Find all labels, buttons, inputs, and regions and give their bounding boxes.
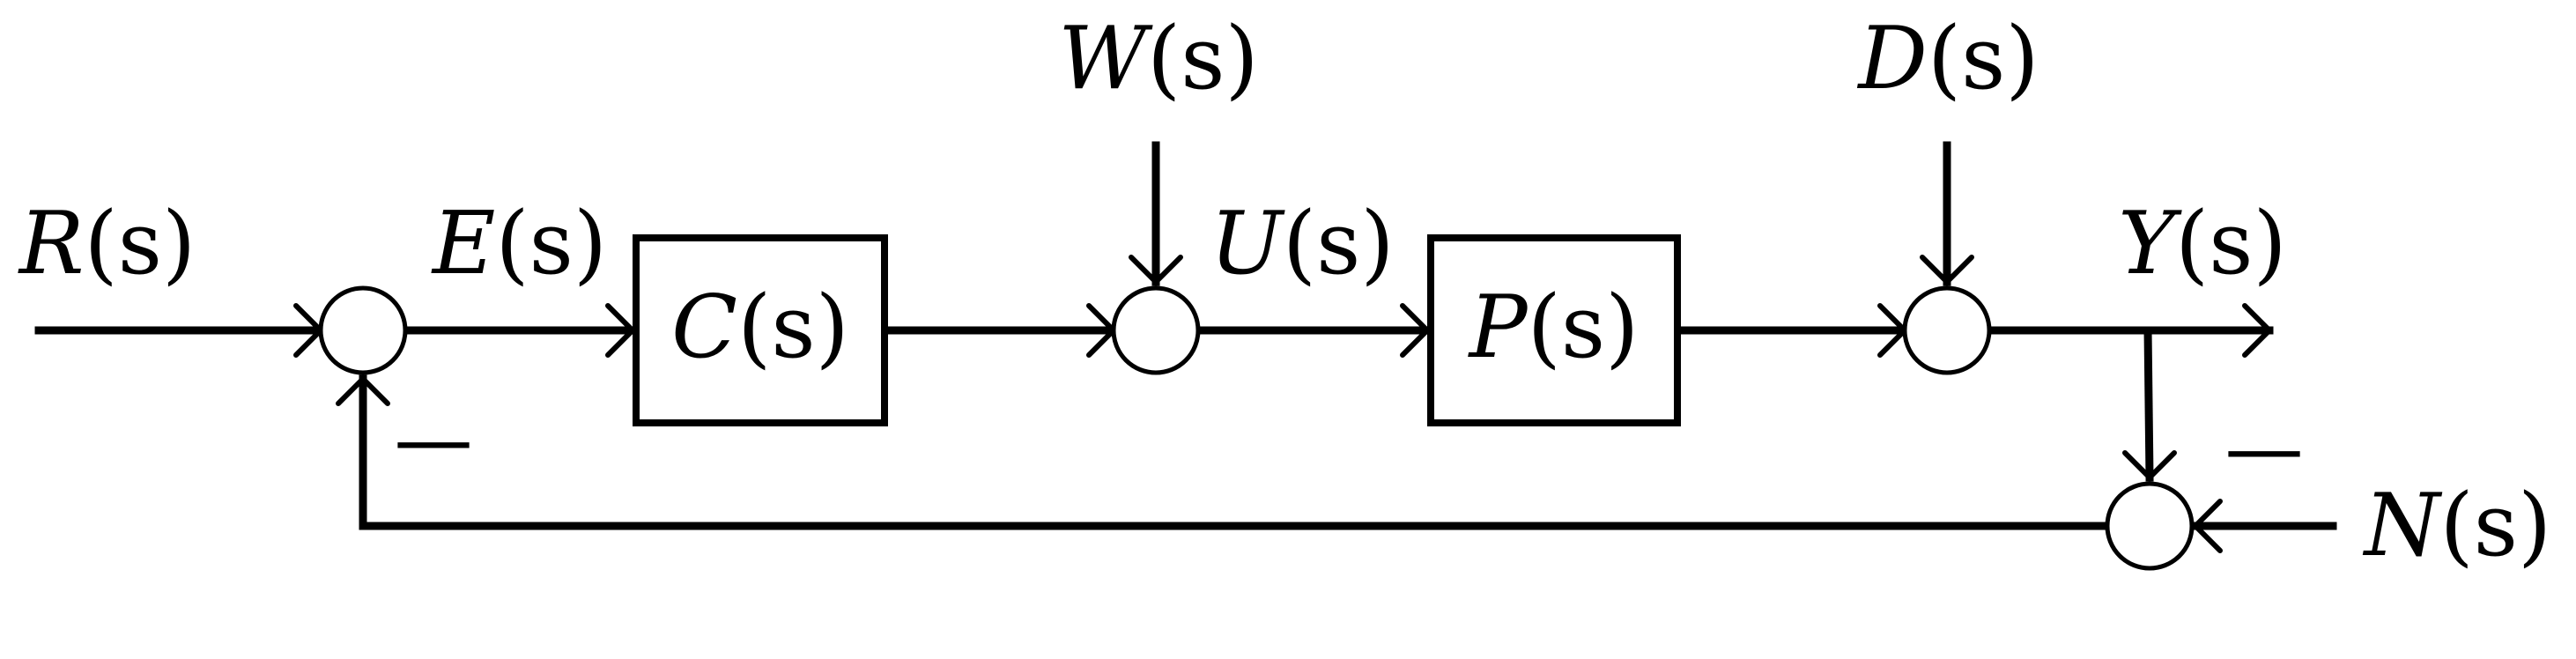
arrowhead-feedback [336,376,390,406]
arrowhead-output [2242,303,2272,358]
feedback-minus-sign: — [394,394,473,486]
control-signal-label: U(s) [1210,194,1394,294]
output-signal-label: Y(s) [2118,194,2286,294]
input-disturbance-label: W(s) [1058,9,1259,109]
summing-junction-input-disturbance [1111,285,1201,375]
reference-signal-label: R(s) [18,194,196,294]
arrowhead-noise-junction-noise [2193,499,2223,553]
summing-junction-noise [2105,481,2195,571]
arrowhead-junction2-disturbance [1129,255,1183,285]
output-disturbance-label: D(s) [1856,9,2039,109]
arrowhead-noise-junction-branch [2122,450,2177,480]
wire-output-branch [2143,326,2154,482]
wire-feedback [359,374,2112,530]
plant-block [1427,234,1681,426]
error-signal-label: E(s) [431,194,607,294]
summing-junction-reference [318,285,408,375]
noise-minus-sign: — [2224,403,2304,495]
summing-junction-output-disturbance [1902,285,1992,375]
arrowhead-junction3-disturbance [1920,255,1974,285]
noise-signal-label: N(s) [2363,476,2552,576]
plant-label: P(s) [1468,278,1640,378]
controller-label: C(s) [671,278,849,378]
controller-block [633,234,888,426]
